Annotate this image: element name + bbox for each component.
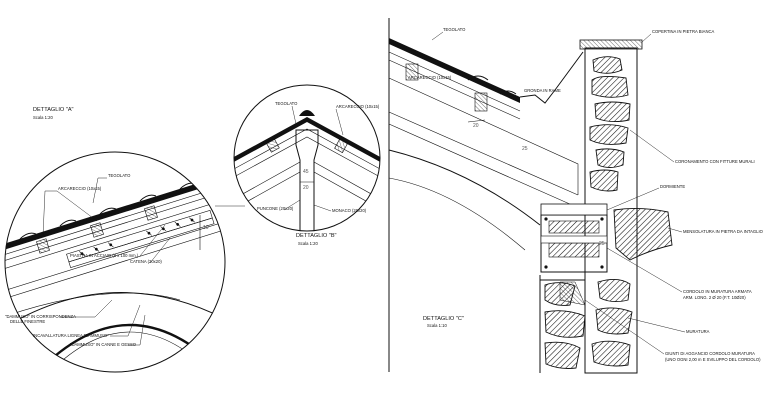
detail-c-dim-1: 20 [473,123,479,129]
detail-a-label-piastra: PIASTRA IN ACCIAIO (8 x 100 mm.) [70,253,139,258]
detail-a-label-catena: CATENA (20x20) [130,259,162,264]
detail-a-label-dammuso-canne: "DAMMUSO" IN CANNE E GESSO [70,342,137,347]
detail-a-label-arcareccio: ARCARECCIO (10x15) [58,186,102,191]
detail-a-label-tegolato: TEGOLATO [108,173,131,178]
detail-c-copertina-stone [579,39,643,50]
detail-b-dim-1: 45 [303,169,309,175]
detail-b-label-arcareccio: ARCARECCIO (10x15) [336,104,380,109]
detail-c-label-cordolo: CORDOLO IN MURATURA ARMATA [683,289,752,294]
detail-a: DETTAGLIO "A" Scala 1:20 [4,107,226,373]
detail-c: 20 25 [388,27,764,374]
detail-c-label-copertina: COPERTINA IN PIETRA BIANCA [652,29,714,34]
detail-b: 45 20 TEGOLATO ARCARECCIO (10x15) PUNCON… [233,84,381,246]
detail-c-label-giunti-2: (UNO OGNI 2,00 m E SVILUPPO DEL CORDOLO) [665,357,761,362]
detail-a-label-incavallatura: INCAVALLATURA LIGNEA "DAMMUSO" [33,333,109,338]
detail-c-label-mensola: MENSOLATURA IN PIETRA DA INTAGLIO [683,229,764,234]
detail-a-label-dammuso-corrisp-2: DELLE FINESTRE [10,319,45,324]
detail-b-scale: Scala 1:20 [298,241,318,246]
detail-b-label-monaco: MONACO (20x20) [332,208,367,213]
detail-c-label-dormiente: DORMIENTE [660,184,685,189]
detail-a-label-dammuso-corrisp: "DAMMUSO" IN CORRISPONDENZA [5,314,76,319]
detail-b-label-puncone: PUNCONE (20x20) [257,206,294,211]
detail-a-scale: Scala 1:20 [33,115,53,120]
detail-c-title: DETTAGLIO "C" [423,316,464,322]
detail-c-dim-3: 25 [599,241,605,247]
detail-c-dim-2: 25 [522,146,528,152]
detail-c-label-gronda: GRONDA IN RAME [524,88,561,93]
detail-a-title: DETTAGLIO "A" [33,107,74,113]
detail-c-label-tegolato: TEGOLATO [443,27,466,32]
detail-c-label-cordolo-2: ARM. LONG. 2 Ø 20 (F.T. 10Ø20) [683,295,746,300]
detail-b-dim-2: 20 [303,185,309,191]
detail-a-circle [4,151,226,373]
detail-a-drawing: 10 [5,170,225,372]
detail-c-label-coronamento: CORONAMENTO CON FITTURE MURALI [675,159,755,164]
detail-c-scale: Scala 1:10 [427,323,447,328]
detail-b-title: DETTAGLIO "B" [296,233,337,239]
detail-a-dim: 10 [203,225,209,231]
detail-c-label-muratura: MURATURA [686,329,710,334]
detail-c-label-giunti: GIUNTI DI AGGANCIO CORDOLO MURATURA [665,351,755,356]
detail-b-label-tegolato: TEGOLATO [275,101,298,106]
detail-c-label-arcareccio: ARCARECCIO (10x15) [408,75,452,80]
detail-b-drawing [234,110,380,231]
detail-c-stones [544,56,673,369]
